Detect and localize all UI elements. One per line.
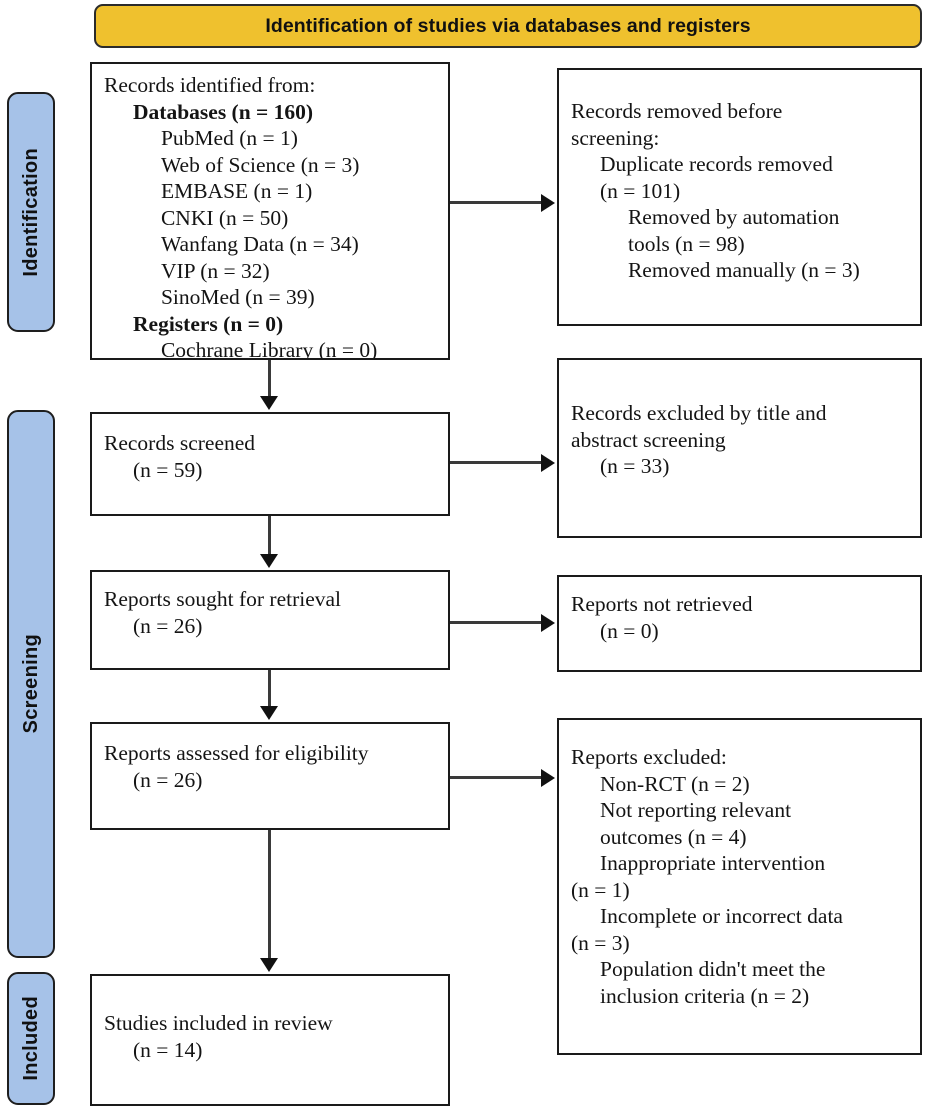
box-line: (n = 1) xyxy=(571,877,630,902)
box-line: PubMed (n = 1) xyxy=(160,126,298,151)
stage-label-included-text: Included xyxy=(19,996,42,1081)
box-line: Reports not retrieved xyxy=(571,592,753,616)
stage-label-screening-text: Screening xyxy=(19,634,42,734)
phase-banner-identification: Identification of studies via databases … xyxy=(94,4,922,48)
arrowhead-screened-to-excluded xyxy=(541,454,555,472)
box-line: (n = 33) xyxy=(600,454,670,479)
box-line: Web of Science (n = 3) xyxy=(160,152,360,177)
stage-label-identification-text: Identification xyxy=(19,147,42,277)
box-line: Records identified from: xyxy=(104,73,316,97)
box-line: (n = 3) xyxy=(571,930,630,955)
box-line: Incomplete or incorrect data xyxy=(600,904,843,929)
box-line: SinoMed (n = 39) xyxy=(160,285,315,310)
connector-screened-to-excluded xyxy=(450,461,543,464)
connector-identified-to-removed xyxy=(450,201,543,204)
box-line: Removed manually (n = 3) xyxy=(627,258,860,283)
arrowhead-identified-to-screened xyxy=(260,396,278,410)
connector-assessed-to-included xyxy=(268,830,271,960)
connector-sought-to-not-retrieved xyxy=(450,621,543,624)
box-line: (n = 14) xyxy=(133,1037,203,1062)
box-reports-assessed: Reports assessed for eligibility(n = 26) xyxy=(90,722,450,830)
box-line: Population didn't meet the xyxy=(600,957,826,982)
box-line: VIP (n = 32) xyxy=(160,258,270,283)
box-reports-excluded: Reports excluded:Non-RCT (n = 2)Not repo… xyxy=(557,718,922,1055)
stage-label-screening: Screening xyxy=(7,410,55,958)
box-reports-not-retrieved: Reports not retrieved(n = 0) xyxy=(557,575,922,672)
box-line: Not reporting relevant xyxy=(600,798,792,823)
box-records-screened: Records screened(n = 59) xyxy=(90,412,450,516)
box-line: Records excluded by title and xyxy=(571,401,827,425)
box-line: Reports assessed for eligibility xyxy=(104,741,369,765)
box-line: tools (n = 98) xyxy=(627,231,745,256)
box-line: (n = 59) xyxy=(133,457,203,482)
stage-label-identification: Identification xyxy=(7,92,55,332)
box-line: Wanfang Data (n = 34) xyxy=(160,232,359,257)
connector-assessed-to-excluded xyxy=(450,776,543,779)
box-line: outcomes (n = 4) xyxy=(600,824,747,849)
arrowhead-sought-to-not-retrieved xyxy=(541,614,555,632)
box-line: Removed by automation xyxy=(627,205,840,230)
stage-label-included: Included xyxy=(7,972,55,1105)
box-line: abstract screening xyxy=(571,427,726,452)
box-line: Duplicate records removed xyxy=(600,152,833,177)
box-line: Records removed before xyxy=(571,99,783,123)
box-line: Non-RCT (n = 2) xyxy=(600,771,750,796)
box-line: Studies included in review xyxy=(104,1011,333,1035)
box-records-identified: Records identified from:Databases (n = 1… xyxy=(90,62,450,360)
arrowhead-sought-to-assessed xyxy=(260,706,278,720)
arrowhead-screened-to-sought xyxy=(260,554,278,568)
box-line: (n = 0) xyxy=(600,618,659,643)
box-line: Cochrane Library (n = 0) xyxy=(160,338,378,360)
arrowhead-identified-to-removed xyxy=(541,194,555,212)
box-line: screening: xyxy=(571,125,660,150)
box-line: Inappropriate intervention xyxy=(600,851,826,876)
box-line: EMBASE (n = 1) xyxy=(160,179,313,204)
box-line: (n = 101) xyxy=(600,178,681,203)
arrowhead-assessed-to-included xyxy=(260,958,278,972)
box-line: inclusion criteria (n = 2) xyxy=(600,983,810,1008)
box-line: (n = 26) xyxy=(133,613,203,638)
box-line: (n = 26) xyxy=(133,767,203,792)
box-studies-included: Studies included in review(n = 14) xyxy=(90,974,450,1106)
box-line: Registers (n = 0) xyxy=(133,311,284,336)
box-line: Records screened xyxy=(104,431,256,455)
box-line: Databases (n = 160) xyxy=(133,99,314,124)
box-reports-sought: Reports sought for retrieval(n = 26) xyxy=(90,570,450,670)
connector-identified-to-screened xyxy=(268,360,271,398)
connector-screened-to-sought xyxy=(268,516,271,556)
box-line: Reports excluded: xyxy=(571,745,727,769)
box-line: Reports sought for retrieval xyxy=(104,587,342,611)
arrowhead-assessed-to-excluded xyxy=(541,769,555,787)
box-line: CNKI (n = 50) xyxy=(160,205,289,230)
connector-sought-to-assessed xyxy=(268,670,271,708)
